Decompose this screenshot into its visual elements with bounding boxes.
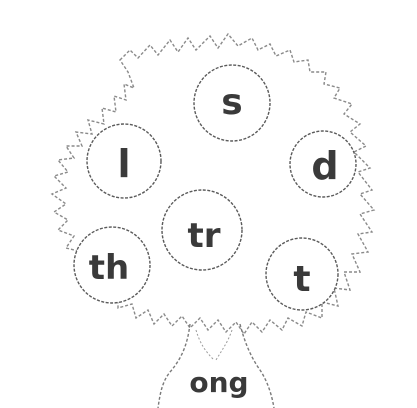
circle-th [73, 226, 151, 304]
tree-canopy-outline [50, 32, 376, 336]
onset-d: d [311, 144, 339, 188]
onset-t: t [293, 259, 311, 300]
circle-l [86, 123, 162, 199]
tree-trunk-right [239, 323, 275, 408]
onset-s: s [221, 82, 243, 123]
circle-d [289, 130, 357, 198]
onset-l: l [117, 142, 131, 186]
circle-tr [161, 189, 243, 271]
onset-th: th [88, 248, 130, 288]
tree-trunk-left [157, 323, 191, 408]
circle-t [265, 237, 339, 311]
onset-tr: tr [187, 216, 221, 256]
tree-roots [195, 329, 233, 361]
rime-ong: ong [189, 366, 249, 399]
circle-s [193, 64, 271, 142]
